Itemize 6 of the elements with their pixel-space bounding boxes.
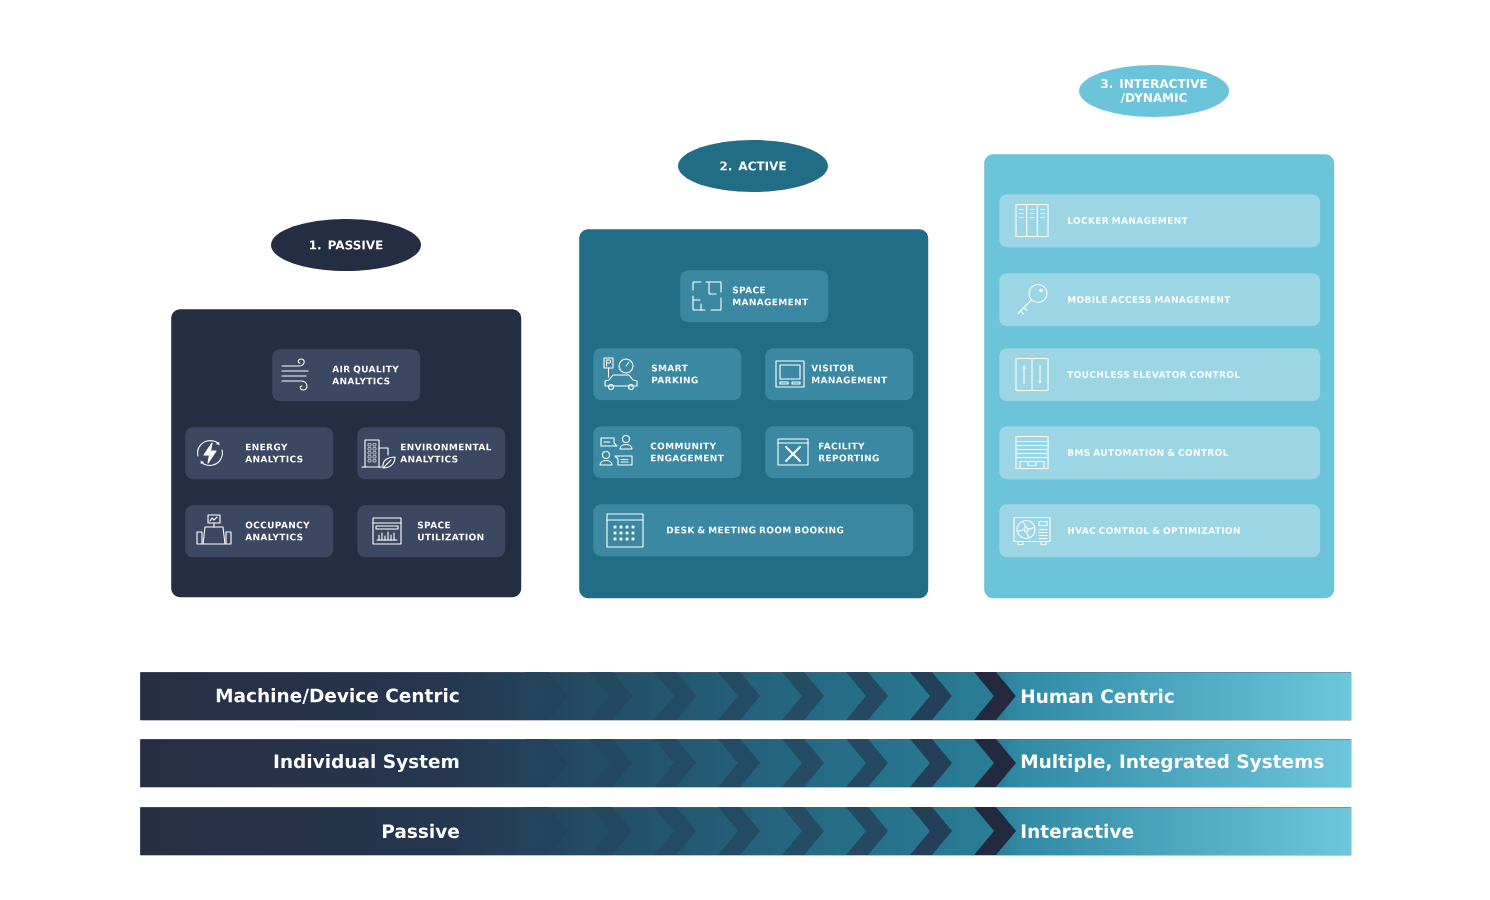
band-label: Multiple, Integrated Systems bbox=[1021, 753, 1324, 773]
band-label: Human Centric bbox=[1021, 688, 1174, 704]
band-label: Passive bbox=[383, 823, 459, 839]
band-label: Individual System bbox=[274, 753, 459, 773]
band-label: Interactive bbox=[1021, 823, 1134, 839]
band-label: Machine/Device Centric bbox=[216, 688, 459, 704]
